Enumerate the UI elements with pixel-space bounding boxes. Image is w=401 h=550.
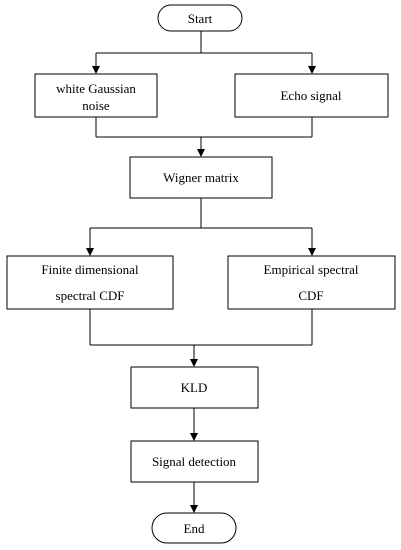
noise-box	[34, 73, 158, 118]
empirical-box	[227, 255, 396, 310]
kld-label: KLD	[181, 380, 208, 395]
noise-label-line1: white Gaussian	[56, 81, 136, 96]
start-label: Start	[188, 11, 213, 26]
finite-label-line2: spectral CDF	[56, 288, 125, 303]
finite-label-line1: Finite dimensional	[41, 262, 139, 277]
detection-label: Signal detection	[152, 454, 237, 469]
kld-box	[130, 366, 259, 409]
end-terminal	[151, 512, 237, 544]
noise-label-line2: noise	[82, 98, 110, 113]
empirical-label-line1: Empirical spectral	[264, 262, 359, 277]
detection-box	[130, 440, 259, 483]
empirical-label-line2: CDF	[298, 288, 323, 303]
wigner-box	[129, 156, 273, 199]
finite-box	[6, 255, 174, 310]
start-terminal	[157, 4, 243, 32]
wigner-label: Wigner matrix	[163, 170, 239, 185]
echo-label: Echo signal	[280, 88, 341, 103]
end-label: End	[184, 521, 205, 536]
echo-box	[234, 73, 389, 118]
